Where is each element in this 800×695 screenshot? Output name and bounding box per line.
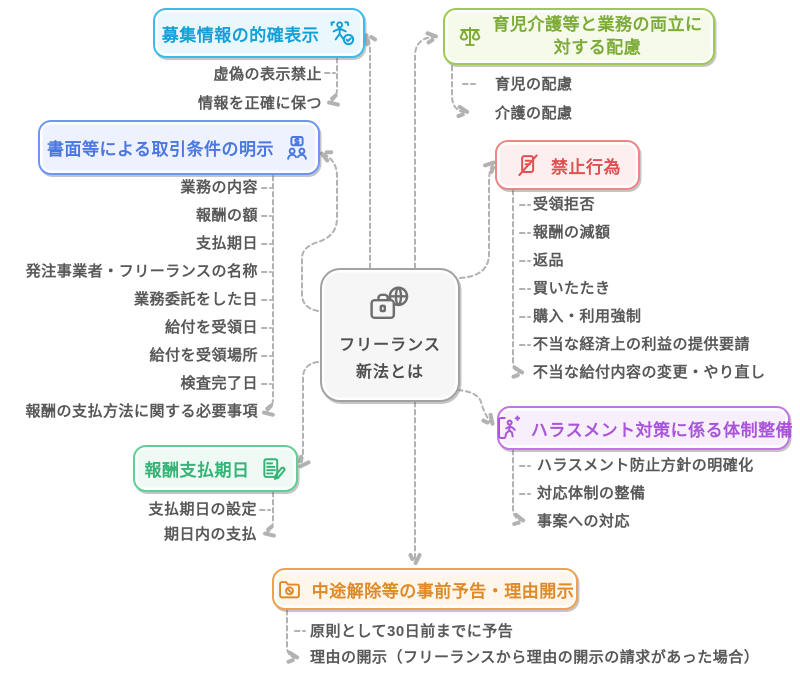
list-item: 事案への対応 [537,513,631,530]
payment-deadline-items: 支払期日の設定 期日内の支払 [148,497,257,547]
branch-title: 募集情報の的確表示 [161,25,320,45]
center-node: フリーランス 新法とは [320,268,460,402]
list-item: 虚偽の表示禁止 [213,66,322,83]
list-item: 原則として30日前までに予告 [310,623,514,640]
branch-title: 育児介護等と業務の両立に 対する配慮 [493,14,703,60]
money-presentation-icon [287,135,307,160]
list-item: 検査完了日 [180,375,258,392]
branch-termination-notice: 中途解除等の事前予告・理由開示 [272,568,578,610]
recruitment-info-items: 虚偽の表示禁止 情報を正確に保つ [198,60,322,118]
list-item: 介護の配慮 [495,105,573,122]
list-item: 不当な給付内容の変更・やり直し [533,364,766,381]
termination-notice-items: 原則として30日前までに予告 理由の開示（フリーランスから理由の開示の請求があっ… [310,619,759,671]
briefcase-globe-icon [370,286,409,319]
list-item: 給付を受領場所 [149,347,258,364]
branch-title: 書面等による取引条件の明示 [47,140,274,159]
list-item: 報酬の額 [195,207,258,224]
list-item: 返品 [533,252,565,269]
branch-title: ハラスメント対策に係る体制整備 [530,420,794,440]
list-item: 対応体制の整備 [537,485,646,502]
prohibited-acts-items: 受領拒否 報酬の減額 返品 買いたたき 購入・利用強制 不当な経済上の利益の提供… [533,191,766,387]
document-slash-icon [518,154,538,177]
list-item: 買いたたき [533,280,611,297]
list-item: ハラスメント防止方針の明確化 [537,457,754,474]
scale-icon [459,26,480,46]
list-item: 期日内の支払 [163,526,257,543]
list-item: 支払期日の設定 [148,501,257,518]
invoice-pen-icon [262,457,285,480]
branch-prohibited-acts: 禁止行為 [495,140,640,190]
branch-written-terms: 書面等による取引条件の明示 [38,120,320,175]
branch-payment-deadline: 報酬支払期日 [133,445,298,492]
list-item: 業務の内容 [180,179,258,196]
list-item: 給付を受領日 [164,319,258,336]
list-item: 理由の開示（フリーランスから理由の開示の請求があった場合） [310,649,760,666]
list-item: 発注事業者・フリーランスの名称 [25,263,258,280]
list-item: 報酬の支払方法に関する必要事項 [25,403,258,420]
center-title-line2: 新法とは [355,364,424,381]
branch-title-line1: 育児介護等と業務の両立に [492,14,703,34]
folder-ban-icon [278,580,300,598]
branch-recruitment-info: 募集情報の的確表示 [153,8,365,58]
branch-title: 禁止行為 [551,157,621,177]
list-item: 受領拒否 [533,196,596,213]
person-check-icon [330,21,355,46]
branch-childcare-consideration: 育児介護等と業務の両立に 対する配慮 [443,8,715,65]
list-item: 不当な経済上の利益の提供要請 [533,336,751,353]
list-item: 情報を正確に保つ [197,95,322,112]
branch-title: 中途解除等の事前予告・理由開示 [311,581,575,601]
list-item: 業務委託をした日 [133,291,258,308]
list-item: 育児の配慮 [495,76,573,93]
list-item: 購入・利用強制 [533,308,642,325]
center-title: フリーランス 新法とは [339,332,441,386]
childcare-consideration-items: 育児の配慮 介護の配慮 [495,70,573,128]
branch-title: 報酬支払期日 [144,461,250,480]
door-runner-icon [498,415,521,440]
written-terms-items: 業務の内容 報酬の額 支払期日 発注事業者・フリーランスの名称 業務委託をした日… [25,174,258,426]
branch-harassment-measures: ハラスメント対策に係る体制整備 [497,406,794,450]
branch-title-line2: 対する配慮 [553,37,642,57]
harassment-measures-items: ハラスメント防止方針の明確化 対応体制の整備 事案への対応 [537,452,754,536]
center-title-line1: フリーランス [339,336,441,354]
list-item: 報酬の減額 [533,224,611,241]
list-item: 支払期日 [195,235,258,252]
